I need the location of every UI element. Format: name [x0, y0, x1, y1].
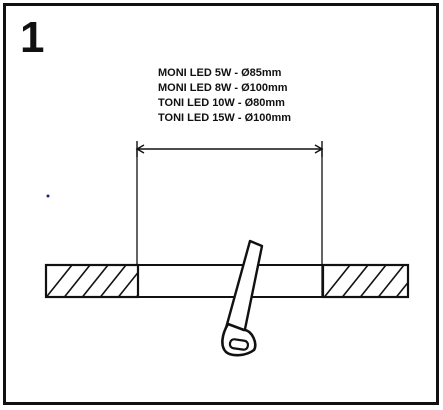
dimension-label-moni-8w: MONI LED 8W - Ø100mm	[158, 82, 288, 94]
dimension-label-moni-5w: MONI LED 5W - Ø85mm	[158, 67, 282, 79]
dimension-line	[135, 141, 324, 157]
dimension-label-toni-15w: TONI LED 15W - Ø100mm	[158, 112, 292, 124]
board-right-section	[321, 263, 410, 299]
board-left-section	[44, 263, 140, 299]
stray-dot	[46, 194, 50, 198]
ceiling-board	[44, 263, 410, 299]
dimension-label-toni-10w: TONI LED 10W - Ø80mm	[158, 97, 285, 109]
panel-border	[3, 3, 439, 405]
dimension-labels: MONI LED 5W - Ø85mm MONI LED 8W - Ø100mm…	[158, 66, 328, 126]
cutout-opening	[138, 264, 323, 298]
extension-lines	[136, 149, 323, 297]
hand-saw-icon	[221, 239, 264, 357]
step-number: 1	[20, 13, 45, 62]
